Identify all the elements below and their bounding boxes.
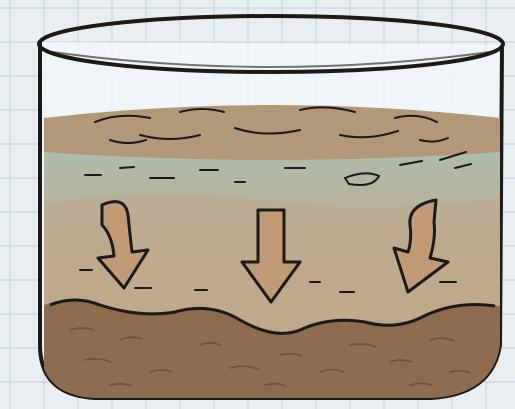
murky-surface-layer (44, 105, 500, 160)
